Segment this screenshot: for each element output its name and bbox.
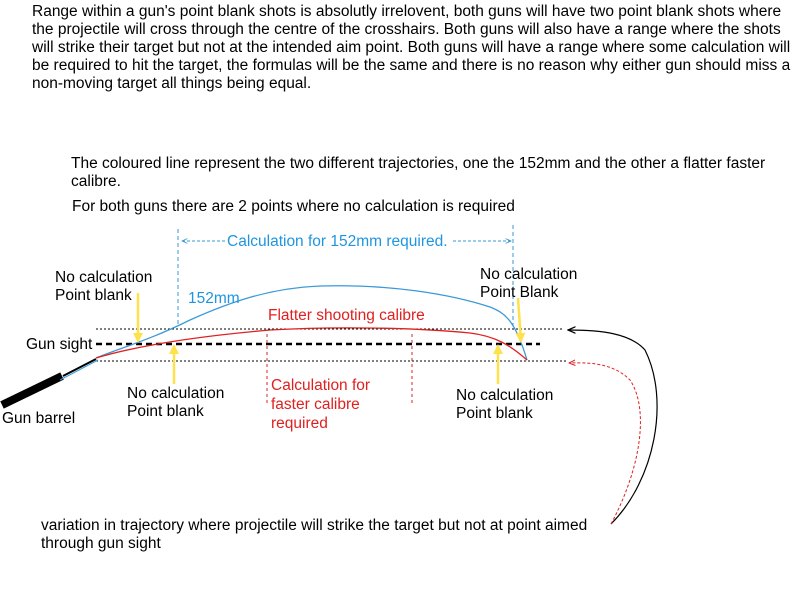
right-bottom-label-line2: Point blank xyxy=(456,405,533,422)
trajectory-152mm xyxy=(95,285,528,361)
calc-faster-label-line1: Calculation for xyxy=(271,377,370,394)
label-flatter-calibre: Flatter shooting calibre xyxy=(268,307,425,324)
left-top-label-line2: Point blank xyxy=(55,287,132,304)
left-top-label-line1: No calculation xyxy=(55,269,152,286)
trajectory-note: The coloured line represent the two diff… xyxy=(71,155,766,190)
variation-note: variation in trajectory where projectile… xyxy=(41,517,588,552)
calc-faster-label-line2: faster calibre xyxy=(271,396,360,413)
gun-barrel-label: Gun barrel xyxy=(2,410,75,427)
left-bottom-label-line2: Point blank xyxy=(127,403,204,420)
gun-barrel-muzzle xyxy=(62,358,97,377)
right-top-label-line1: No calculation xyxy=(480,266,577,283)
right-top-label-line2: Point Blank xyxy=(480,284,559,301)
points-note: For both guns there are 2 points where n… xyxy=(72,198,515,215)
marker-right-top xyxy=(515,297,526,343)
calc-152-label: Calculation for 152mm required. xyxy=(227,233,448,250)
right-bottom-label-line1: No calculation xyxy=(456,387,553,404)
intro-paragraph: Range within a gun's point blank shots i… xyxy=(32,3,791,92)
gun-barrel-highlight xyxy=(59,359,99,381)
pointer-arrow-red xyxy=(569,363,641,525)
trajectory-flatter-calibre xyxy=(95,327,528,361)
calc-faster-label-line3: required xyxy=(271,415,328,432)
gun-barrel-body xyxy=(0,372,64,409)
gun-sight-label: Gun sight xyxy=(26,336,93,353)
label-152mm: 152mm xyxy=(188,290,240,307)
left-bottom-label-line1: No calculation xyxy=(127,385,224,402)
pointer-arrow-black xyxy=(568,330,658,525)
